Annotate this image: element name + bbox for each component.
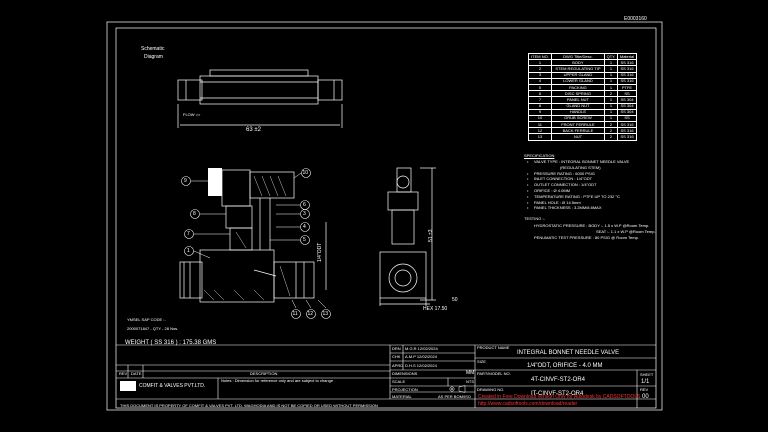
description-column: DESCRIPTION: [250, 371, 278, 376]
notes-text: Notes : Dimension for reference only and…: [221, 378, 334, 383]
spec-item: VALVE TYPE : INTEGRAL BONNET NEEDLE VALV…: [534, 159, 630, 164]
bullet-icon: •: [527, 188, 529, 193]
bullet-icon: •: [527, 199, 529, 205]
small-dimension: 50: [452, 297, 458, 303]
product-name: INTEGRAL BONNET NEEDLE VALVE: [517, 350, 620, 356]
handle-shape: [208, 168, 222, 196]
material-label: MATERIAL: [392, 394, 412, 399]
balloon-10: 10: [302, 169, 309, 176]
chk-value: A.M.P 12/02/2024: [405, 354, 437, 359]
drn-value: M.G.R 12/02/2024: [405, 346, 438, 351]
balloon-8: 8: [193, 210, 196, 217]
schematic-label-2: Diagram: [144, 54, 163, 60]
inner-border: [115, 27, 657, 409]
spec-item: INLET CONNECTION : 1/4"ODT: [534, 176, 593, 182]
size-label: SIZE: [477, 359, 486, 364]
port-dimension: 1/4"ODT: [317, 242, 323, 262]
balloon-6: 6: [303, 201, 306, 208]
rev-label: REV: [640, 387, 649, 392]
watermark-line-2: http://www.cadsoftools.com/download/read…: [478, 401, 578, 407]
dimensions-unit: MM: [466, 370, 475, 376]
bullet-icon: •: [527, 170, 529, 176]
bom-cell: NUT: [550, 133, 605, 141]
balloon-13: 13: [322, 310, 329, 317]
scale-value: NTS: [466, 379, 474, 384]
bullet-icon: •: [527, 205, 529, 211]
drawing-number: IT-CINVF-ST2-OR4: [531, 391, 584, 397]
section-view: [179, 169, 327, 303]
side-view: [379, 167, 436, 306]
balloon-11: 11: [292, 310, 298, 317]
hex-dimension: HEX 17.50: [423, 306, 448, 312]
top-view: [177, 69, 343, 128]
drn-label: DRN: [392, 346, 401, 351]
spec-title: SPECIFICATION: [524, 153, 555, 158]
height-dimension: 51 ±3: [428, 229, 434, 242]
rev-value: 00: [642, 394, 649, 400]
balloon-leaders: [191, 172, 327, 309]
scale-label: SCALE: [392, 379, 406, 384]
company-logo: [120, 381, 136, 391]
sheet-value: 1/1: [641, 379, 650, 385]
spec-item: TEMPERATURE RATING : PTFE UP TO 232 °C: [534, 193, 620, 199]
bom-cell: SS 316: [617, 133, 637, 141]
testing-item: PENUMATIC TEST PRESSURE : 80 PSIG @ Room…: [534, 235, 639, 240]
spec-item: ORIFICE : Ø 4.0MM: [534, 188, 571, 193]
rev-column: REV: [119, 371, 128, 376]
bullet-icon: •: [527, 176, 529, 182]
sap-code-qty: 2000071847 - QTY - 28 Nos.: [127, 326, 179, 331]
testing-item: HYDROSTATIC PRESSURE : BODY :- 1.5 x W.P…: [534, 223, 650, 228]
dimensions-label: DIMENSIONS: [392, 371, 418, 376]
bom-cell: 2: [603, 133, 619, 141]
part-number: 4T-CINVF-ST2-OR4: [531, 377, 586, 383]
drawing-label: DRAWING NO.: [477, 387, 505, 392]
spec-item: PRESSURE RATING : 6000 PSIG: [534, 170, 595, 176]
balloon-7: 7: [187, 230, 190, 237]
watermark-line-1: Created in Free Download version Only fo…: [478, 394, 641, 400]
spec-item: (REGULATING STEM): [560, 164, 601, 170]
section-hatching: [203, 175, 291, 301]
length-dimension: 63 ±2: [246, 127, 261, 133]
aprd-value: D.H.S 12/02/2024: [405, 363, 437, 368]
sheet-label: SHEET: [640, 372, 654, 377]
spec-item: OUTLET CONNECTION : 1/4"ODT: [534, 182, 597, 188]
product-name-label: PRODUCT NAME: [477, 345, 510, 350]
balloon-9: 9: [184, 177, 187, 184]
weight-note: WEIGHT ( SS 316 ) : 175.38 GMS: [125, 340, 217, 346]
projection-symbol: [449, 385, 466, 393]
schematic-label: Schematic: [141, 46, 165, 52]
bullet-icon: •: [527, 193, 529, 199]
testing-title: TESTING :-: [524, 216, 545, 221]
bom-cell: 13: [528, 133, 552, 141]
footer-note: THIS DOCUMENT IS PROPERTY OF COMFIT & VA…: [120, 403, 378, 408]
bullet-icon: •: [527, 159, 529, 164]
chk-label: CHK: [392, 354, 401, 359]
size-value: 1/4"ODT, ORIFICE - 4.0 MM: [527, 363, 603, 369]
bill-of-materials: ITEM NO. DWG Title/Desc. QTY. Material 1…: [528, 52, 637, 141]
date-column: DATE: [131, 371, 142, 376]
balloon-3: 3: [303, 210, 306, 217]
balloon-12: 12: [307, 310, 314, 317]
sheet-code: E0003160: [624, 16, 647, 22]
sap-code-label: YMSEL SAP CODE :-: [127, 317, 166, 322]
flow-label: FLOW >>: [183, 112, 201, 117]
bullet-icon: •: [527, 182, 529, 188]
spec-item: PANEL HOLE : Ø 14.5mm: [534, 199, 581, 205]
balloon-5: 5: [303, 236, 306, 243]
projection-label: PROJECTION: [392, 387, 418, 392]
balloon-1: 1: [187, 247, 190, 254]
company-name: COMFIT & VALVES PVT.LTD.: [139, 383, 206, 389]
part-label: PART/MODEL NO.: [477, 371, 511, 376]
aprd-label: APRD: [392, 363, 404, 368]
outer-border: [106, 21, 663, 411]
material-value: AS PER BOM/ISO: [438, 394, 471, 399]
spec-item: PANEL THICKNESS : 3.2MM/8.6MAX: [534, 205, 602, 211]
balloon-4: 4: [303, 223, 306, 230]
testing-item: SEAT :- 1.1 x W.P @Room Temp.: [596, 229, 656, 234]
title-block-grid: [116, 344, 656, 408]
